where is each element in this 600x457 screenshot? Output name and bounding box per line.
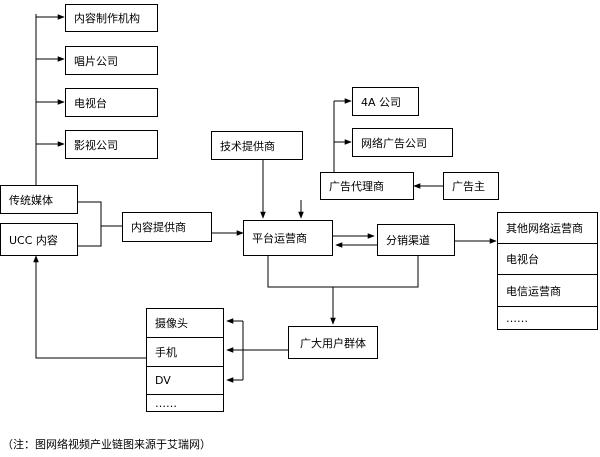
node-ucc-content: UCC 内容 [0, 223, 78, 256]
node-film-company: 影视公司 [65, 130, 158, 159]
node-distribution-channel: 分销渠道 [377, 224, 455, 256]
devices-list: 摄像头 手机 DV …… [146, 308, 224, 412]
node-online-ad-company: 网络广告公司 [352, 128, 453, 157]
node-content-provider: 内容提供商 [122, 212, 212, 242]
link-platform-down [267, 256, 419, 288]
link-traditional-media [78, 201, 102, 247]
node-platform-operator: 平台运营商 [243, 220, 333, 256]
node-user-group: 广大用户群体 [288, 326, 378, 359]
node-record-company: 唱片公司 [65, 46, 158, 75]
operator-tv-station: 电视台 [498, 244, 597, 275]
operators-list: 其他网络运营商 电视台 电信运营商 …… [497, 212, 598, 330]
operator-telecom: 电信运营商 [498, 275, 597, 307]
node-tech-provider: 技术提供商 [211, 131, 303, 160]
node-traditional-media: 传统媒体 [0, 185, 78, 214]
device-dv: DV [147, 367, 223, 395]
node-4a-company: 4A 公司 [352, 87, 419, 116]
device-more: …… [155, 396, 177, 410]
operator-other-network: 其他网络运营商 [498, 213, 597, 244]
node-content-production: 内容制作机构 [65, 4, 158, 32]
node-advertiser: 广告主 [443, 172, 499, 200]
source-note: （注：图网络视频产业链图来源于艾瑞网） [2, 438, 211, 451]
node-ad-agency: 广告代理商 [320, 172, 414, 200]
node-tv-station: 电视台 [65, 88, 158, 117]
device-phone: 手机 [147, 338, 223, 367]
link-devices-to-ucc [35, 262, 146, 359]
device-camera: 摄像头 [147, 309, 223, 338]
operator-more: …… [506, 311, 528, 325]
